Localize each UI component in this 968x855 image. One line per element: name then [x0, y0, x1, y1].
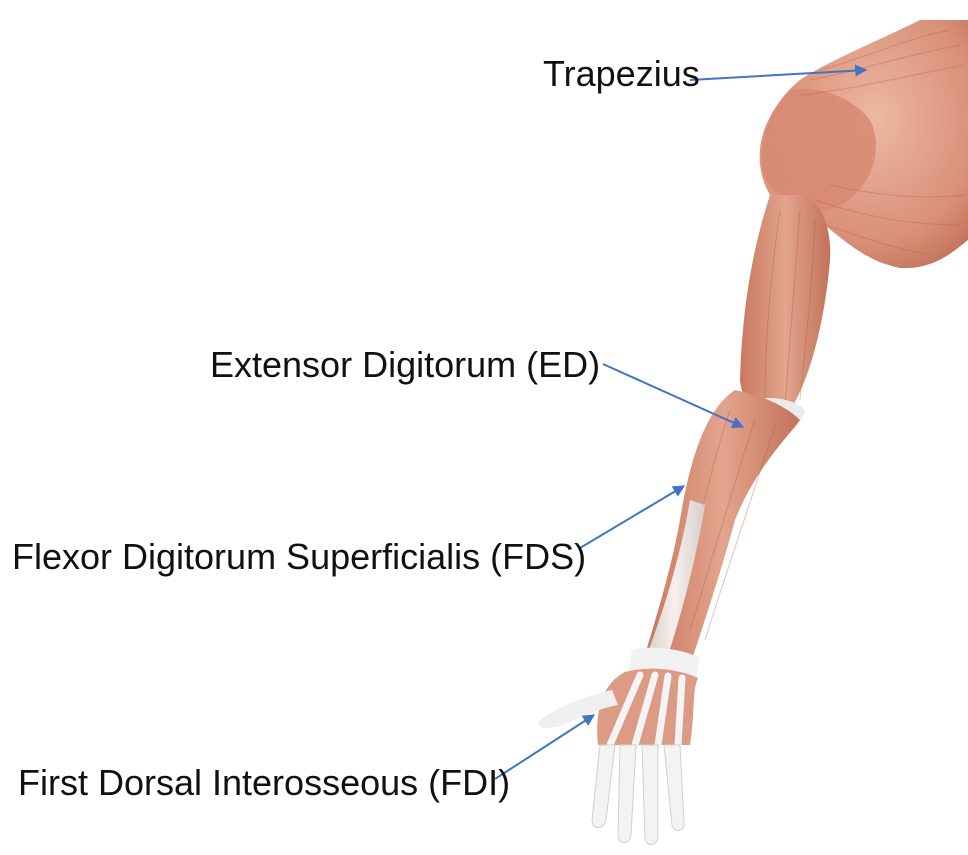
- trapezius-label: Trapezius: [543, 56, 700, 92]
- flexor-digitorum-superficialis-arrow: [580, 486, 684, 548]
- fingers: [592, 745, 684, 845]
- upper-arm: [740, 195, 830, 411]
- first-dorsal-interosseous-label: First Dorsal Interosseous (FDI): [18, 765, 510, 801]
- extensor-digitorum-arrow: [603, 364, 743, 427]
- extensor-digitorum-label: Extensor Digitorum (ED): [210, 347, 600, 383]
- flexor-digitorum-superficialis-label: Flexor Digitorum Superficialis (FDS): [12, 539, 586, 575]
